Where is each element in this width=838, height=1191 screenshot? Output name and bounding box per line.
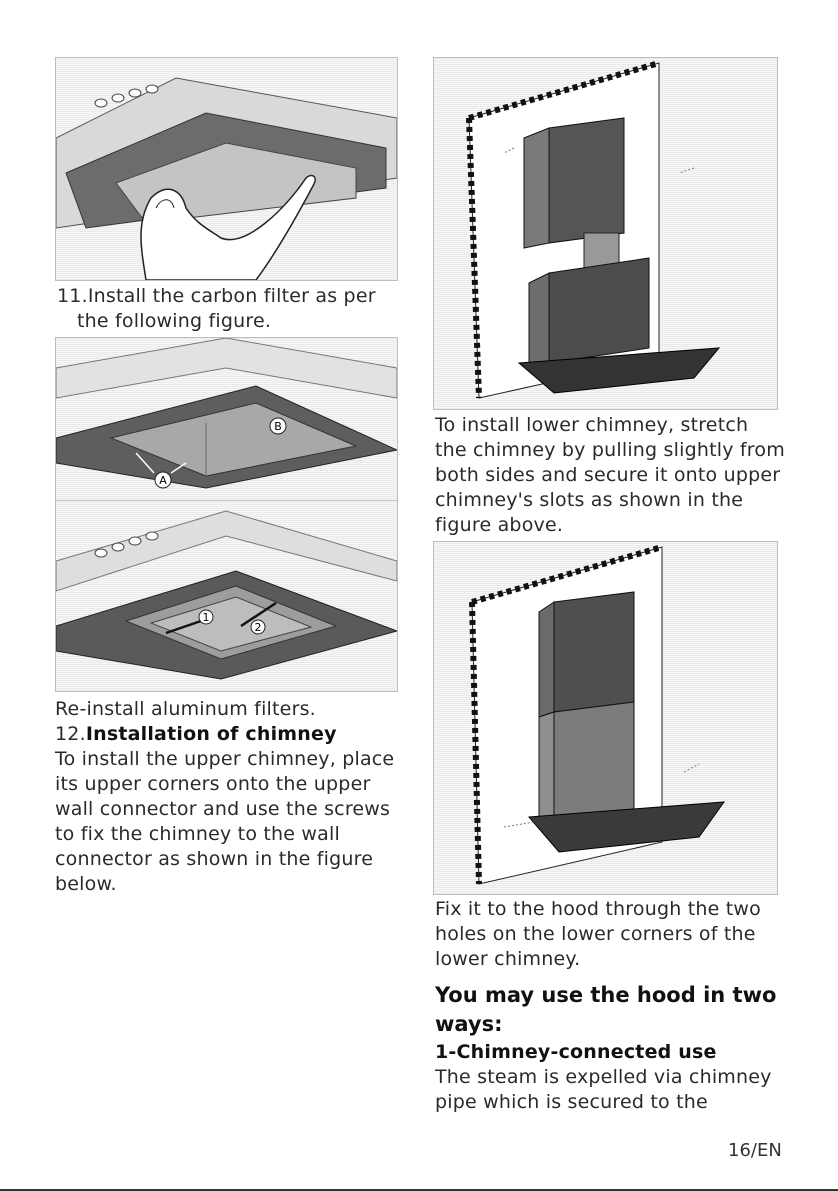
reinstall-line: Re-install aluminum filters. xyxy=(55,698,316,720)
step-12-title: Installation of chimney xyxy=(85,723,337,745)
label-a: A xyxy=(159,474,167,487)
option-1-text: 1-Chimney-connected use The steam is exp… xyxy=(435,1040,772,1115)
figure-carbon-filter-ab: B A xyxy=(55,337,398,502)
fix-line-3: lower chimney. xyxy=(435,948,581,970)
step-11-text: 11.Install the carbon filter as per the … xyxy=(57,284,376,334)
fix-line-2: holes on the lower corners of the xyxy=(435,923,756,945)
label-b: B xyxy=(274,420,282,433)
step-12-line-6: below. xyxy=(55,873,117,895)
step-12-heading: 12.Installation of chimney xyxy=(55,722,394,747)
lower-chimney-line-4: chimney's slots as shown in the xyxy=(435,489,744,511)
step-11-line-2: the following figure. xyxy=(77,310,272,332)
fix-text: Fix it to the hood through the two holes… xyxy=(435,897,761,972)
figure-upper-chimney xyxy=(433,57,778,410)
ways-heading: You may use the hood in two ways: xyxy=(435,981,776,1039)
lower-chimney-line-5: figure above. xyxy=(435,514,564,536)
lower-chimney-line-3: both sides and secure it onto upper xyxy=(435,464,781,486)
fix-line-1: Fix it to the hood through the two xyxy=(435,898,761,920)
lower-chimney-text: To install lower chimney, stretch the ch… xyxy=(435,413,785,538)
reinstall-text: Re-install aluminum filters. 12.Installa… xyxy=(55,697,394,897)
figure-filter-removal xyxy=(55,57,398,281)
step-12-line-5: connector as shown in the figure xyxy=(55,848,374,870)
step-12-line-2: its upper corners onto the upper xyxy=(55,773,371,795)
step-12-line-3: wall connector and use the screws xyxy=(55,798,391,820)
step-12-line-4: to fix the chimney to the wall xyxy=(55,823,340,845)
lower-chimney-line-1: To install lower chimney, stretch xyxy=(435,414,749,436)
label-2: 2 xyxy=(255,621,262,634)
page-number: 16/EN xyxy=(728,1140,782,1161)
label-1: 1 xyxy=(203,611,210,624)
step-11-line-1: 11.Install the carbon filter as per xyxy=(57,285,376,307)
figure-lower-chimney xyxy=(433,541,778,895)
ways-heading-line-2: ways: xyxy=(435,1012,503,1036)
lower-chimney-line-2: the chimney by pulling slightly from xyxy=(435,439,785,461)
option-1-line-2: pipe which is secured to the xyxy=(435,1091,708,1113)
step-12-line-1: To install the upper chimney, place xyxy=(55,748,395,770)
bottom-rule xyxy=(0,1189,838,1191)
ways-heading-line-1: You may use the hood in two xyxy=(435,983,777,1007)
option-1-line-1: The steam is expelled via chimney xyxy=(435,1066,772,1088)
option-1-title: 1-Chimney-connected use xyxy=(435,1041,717,1063)
figure-carbon-filter-12: 1 2 xyxy=(55,500,398,692)
step-12-number: 12. xyxy=(55,723,86,745)
